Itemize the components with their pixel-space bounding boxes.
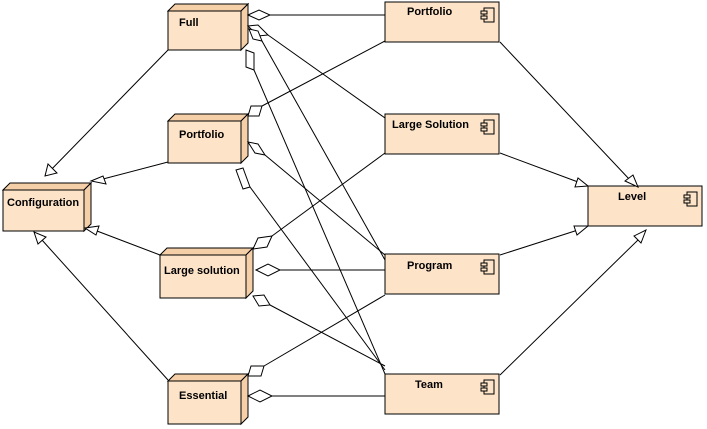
diamond-full-portfolio bbox=[246, 9, 272, 21]
component-icon bbox=[480, 379, 495, 395]
diamond-portfolio-cfg-program bbox=[246, 141, 267, 156]
diamond-full-program bbox=[248, 28, 263, 42]
edge-team-level bbox=[499, 237, 641, 376]
diamond-large-solution-cfg-large-solution bbox=[252, 235, 273, 250]
edge-large-solution-level bbox=[499, 152, 579, 183]
component-program[interactable]: Program bbox=[384, 253, 500, 295]
edge-essential-program bbox=[263, 294, 386, 367]
node-configuration-label: Configuration bbox=[7, 197, 79, 209]
component-level-label: Level bbox=[618, 191, 646, 203]
arrowhead-large-solution-cfg-configuration bbox=[83, 225, 100, 236]
edge-full-large-solution bbox=[267, 34, 386, 119]
node-essential[interactable]: Essential bbox=[166, 372, 250, 426]
component-icon bbox=[480, 119, 495, 135]
edge-essential-configuration bbox=[41, 239, 169, 381]
generalization-edges bbox=[41, 41, 641, 381]
node-full[interactable]: Full bbox=[166, 2, 250, 52]
component-team[interactable]: Team bbox=[384, 373, 500, 415]
node-large-solution-config-label: Large solution bbox=[164, 265, 240, 277]
diamond-portfolio-cfg-team bbox=[235, 167, 251, 190]
diamond-full-team bbox=[245, 49, 255, 71]
edge-portfolio-cfg-configuration bbox=[102, 161, 169, 180]
component-portfolio[interactable]: Portfolio bbox=[384, 1, 500, 43]
diamond-essential-program bbox=[247, 365, 265, 377]
diamond-large-solution-cfg-program bbox=[254, 263, 282, 277]
component-program-label: Program bbox=[407, 260, 452, 272]
diamond-portfolio-cfg-portfolio bbox=[247, 105, 263, 117]
component-level[interactable]: Level bbox=[587, 185, 703, 227]
arrowhead-full-configuration bbox=[44, 163, 58, 177]
diamond-large-solution-cfg-team bbox=[252, 294, 271, 307]
arrowhead-portfolio-cfg-configuration bbox=[89, 175, 107, 185]
edge-portfolio-cfg-portfolio bbox=[261, 40, 386, 107]
edge-large-solution-cfg-team bbox=[269, 304, 386, 367]
edge-portfolio-cfg-team bbox=[249, 186, 386, 371]
component-icon bbox=[480, 259, 495, 275]
edge-full-team bbox=[253, 69, 386, 375]
node-portfolio-config[interactable]: Portfolio bbox=[166, 112, 250, 165]
arrowhead-portfolio-level bbox=[624, 174, 639, 188]
edge-portfolio-level bbox=[499, 41, 631, 181]
arrowhead-large-solution-level bbox=[574, 177, 590, 188]
edge-full-configuration bbox=[44, 49, 169, 177]
component-large-solution-label: Large Solution bbox=[392, 119, 469, 131]
component-icon bbox=[480, 7, 495, 23]
edge-large-solution-cfg-configuration bbox=[96, 230, 161, 256]
component-icon bbox=[683, 191, 698, 207]
node-essential-label: Essential bbox=[179, 390, 227, 402]
aggregation-diamonds bbox=[235, 9, 282, 403]
component-team-label: Team bbox=[415, 379, 443, 391]
component-large-solution[interactable]: Large Solution bbox=[384, 113, 500, 155]
node-configuration[interactable]: Configuration bbox=[1, 181, 93, 233]
component-portfolio-label: Portfolio bbox=[407, 6, 452, 18]
node-large-solution-config[interactable]: Large solution bbox=[158, 246, 255, 300]
arrowhead-program-level bbox=[573, 225, 590, 236]
arrowhead-team-level bbox=[633, 228, 647, 244]
diamond-essential-team bbox=[246, 389, 274, 403]
edge-program-level bbox=[499, 229, 579, 256]
edge-large-solution-cfg-large-solution bbox=[271, 152, 386, 237]
node-portfolio-config-label: Portfolio bbox=[179, 129, 224, 141]
edge-full-program bbox=[261, 40, 386, 261]
node-full-label: Full bbox=[179, 17, 199, 29]
arrowhead-essential-configuration bbox=[33, 231, 47, 245]
edge-portfolio-cfg-program bbox=[264, 154, 386, 256]
generalization-arrowheads bbox=[33, 163, 647, 245]
aggregation-edges bbox=[249, 14, 386, 397]
